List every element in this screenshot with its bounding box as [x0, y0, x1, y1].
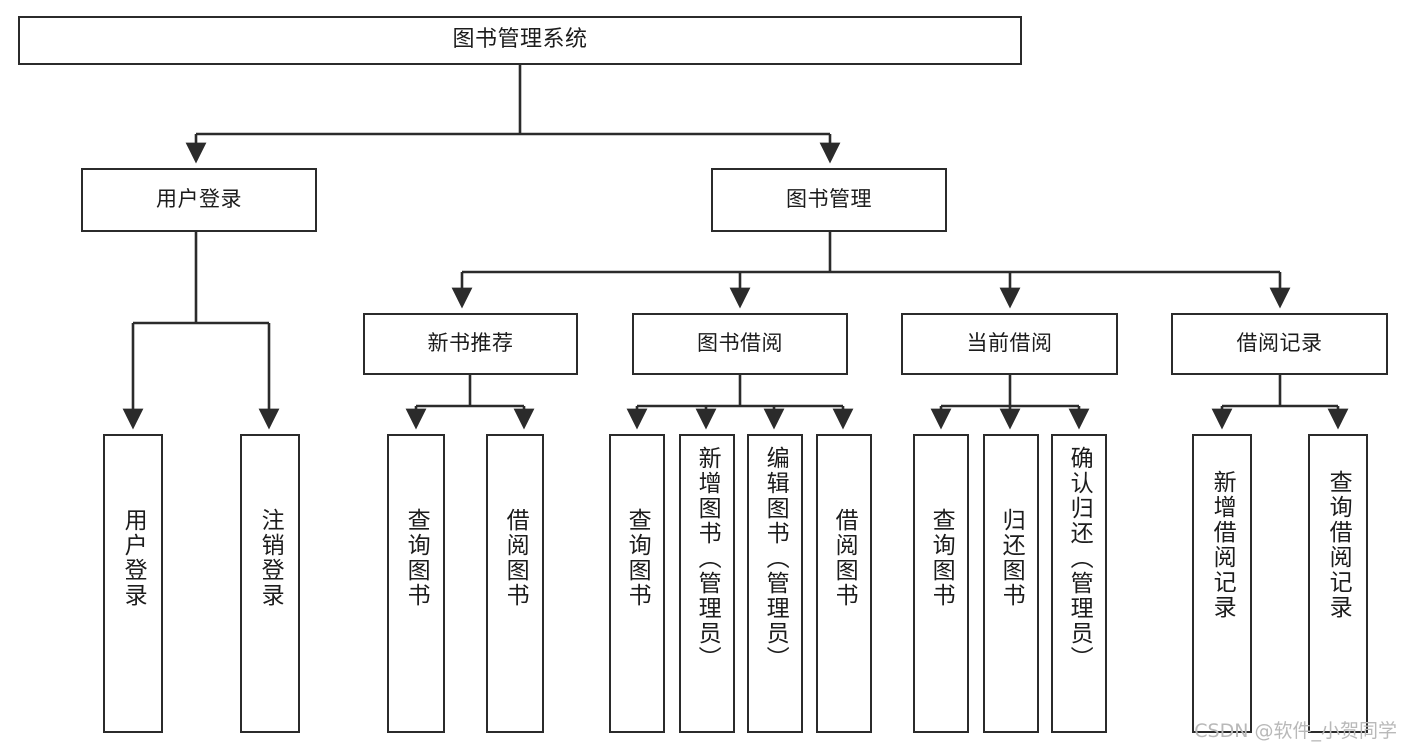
node-label: 当前借阅: [966, 331, 1053, 356]
node-label: 借阅记录: [1236, 331, 1323, 356]
node-label: 查询图书: [928, 508, 955, 608]
leaf-confirm-return[interactable]: 确认归还（管理员）: [1051, 434, 1107, 733]
node-label: 编辑图书（管理员）: [762, 446, 789, 671]
node-label: 查询图书: [403, 508, 430, 608]
leaf-query-book-borrow[interactable]: 查询图书: [609, 434, 665, 733]
node-label: 新增图书（管理员）: [694, 446, 721, 671]
leaf-return-book[interactable]: 归还图书: [983, 434, 1039, 733]
leaf-query-book-new[interactable]: 查询图书: [387, 434, 445, 733]
node-new-book-recommend[interactable]: 新书推荐: [363, 313, 578, 375]
node-label: 查询借阅记录: [1325, 470, 1352, 620]
leaf-borrow-book-new[interactable]: 借阅图书: [486, 434, 544, 733]
leaf-borrow-book[interactable]: 借阅图书: [816, 434, 872, 733]
node-label: 图书管理系统: [452, 27, 588, 53]
node-user-login[interactable]: 用户登录: [81, 168, 317, 232]
node-label: 图书管理: [786, 187, 872, 212]
node-label: 新书推荐: [427, 331, 514, 356]
node-label: 注销登录: [257, 508, 284, 608]
node-label: 归还图书: [998, 508, 1025, 608]
node-book-manage[interactable]: 图书管理: [711, 168, 947, 232]
node-label: 借阅图书: [831, 508, 858, 608]
node-borrow-record[interactable]: 借阅记录: [1171, 313, 1388, 375]
node-label: 用户登录: [156, 187, 242, 212]
leaf-edit-book[interactable]: 编辑图书（管理员）: [747, 434, 803, 733]
leaf-query-book-current[interactable]: 查询图书: [913, 434, 969, 733]
node-label: 用户登录: [120, 508, 147, 608]
leaf-user-login[interactable]: 用户登录: [103, 434, 163, 733]
leaf-add-borrow-record[interactable]: 新增借阅记录: [1192, 434, 1252, 733]
leaf-query-borrow-record[interactable]: 查询借阅记录: [1308, 434, 1368, 733]
node-label: 借阅图书: [502, 508, 529, 608]
leaf-add-book[interactable]: 新增图书（管理员）: [679, 434, 735, 733]
node-label: 确认归还（管理员）: [1066, 446, 1093, 671]
node-current-borrow[interactable]: 当前借阅: [901, 313, 1118, 375]
node-root-system[interactable]: 图书管理系统: [18, 16, 1022, 65]
node-label: 新增借阅记录: [1209, 470, 1236, 620]
node-label: 查询图书: [624, 508, 651, 608]
node-label: 图书借阅: [697, 331, 783, 356]
node-book-borrow[interactable]: 图书借阅: [632, 313, 848, 375]
leaf-user-logout[interactable]: 注销登录: [240, 434, 300, 733]
